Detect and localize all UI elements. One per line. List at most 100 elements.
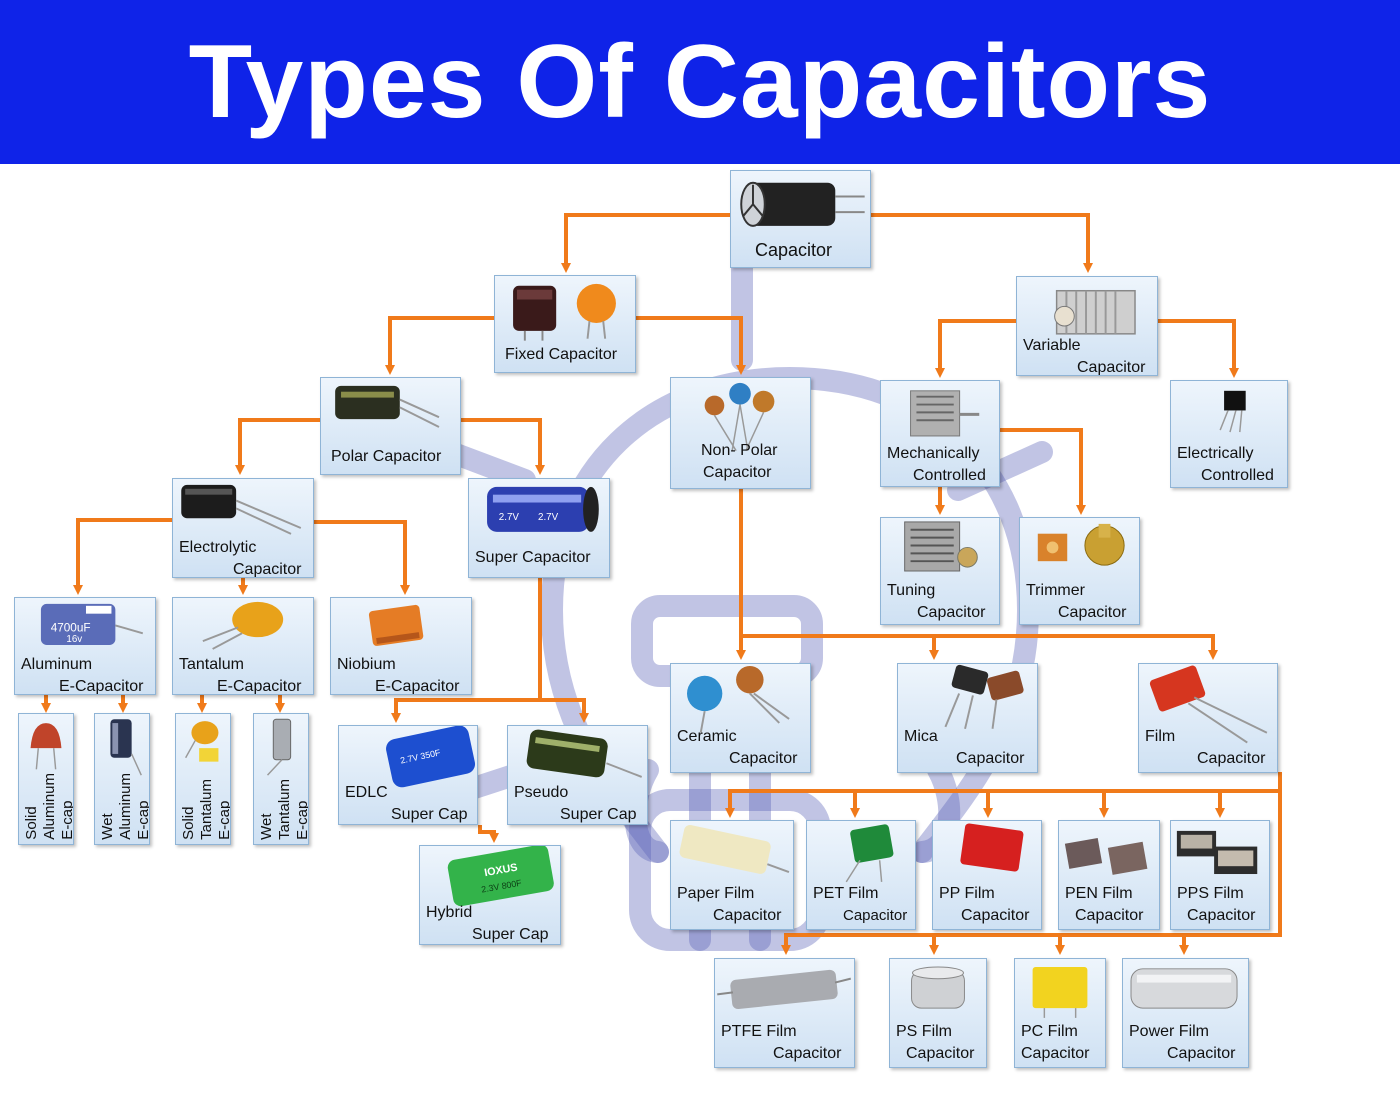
wet-aluminum-line-2: Aluminum bbox=[117, 773, 134, 840]
node-mica-capacitor: Mica Capacitor bbox=[897, 663, 1038, 773]
connector-super-pseudo bbox=[540, 698, 589, 723]
ps-film-icon bbox=[911, 966, 965, 1009]
ptfe-label-1: PTFE Film bbox=[721, 1023, 797, 1040]
node-ptfe-film-capacitor: PTFE Film Capacitor bbox=[714, 958, 855, 1068]
mica-label-2: Capacitor bbox=[956, 750, 1025, 767]
solid-tantalum-icon bbox=[185, 721, 219, 762]
wet-aluminum-line-1: Wet bbox=[99, 813, 116, 840]
node-super-capacitor: 2.7V 2.7V Super Capacitor bbox=[468, 478, 610, 578]
connector-polar-electrolytic bbox=[235, 418, 320, 475]
hybrid-label-1: Hybrid bbox=[426, 904, 473, 921]
niobium-label-1: Niobium bbox=[337, 656, 396, 673]
wet-tantalum-line-1: Wet bbox=[258, 813, 275, 840]
power-film-icon bbox=[1130, 968, 1238, 1009]
node-tantalum-e-capacitor: Tantalum E-Capacitor bbox=[172, 597, 314, 695]
trimmer-capacitor-icon bbox=[1037, 523, 1125, 566]
solid-tantalum-line-3: E-cap bbox=[216, 800, 231, 840]
mica-label-1: Mica bbox=[904, 728, 938, 745]
solid-tantalum-line-2: Tantalum bbox=[198, 779, 215, 840]
node-wet-aluminum-e-cap: Wet Aluminum E-cap bbox=[94, 713, 150, 845]
edlc-label-2: Super Cap bbox=[391, 806, 468, 823]
node-mechanically-controlled: Mechanically Controlled bbox=[880, 380, 1000, 487]
connector-electrolytic-niobium bbox=[314, 520, 410, 595]
hybrid-brand-marking: IOXUS bbox=[483, 862, 518, 880]
node-power-film-capacitor: Power Film Capacitor bbox=[1122, 958, 1249, 1068]
electrolytic-label-2: Capacitor bbox=[233, 561, 302, 578]
paper-film-icon bbox=[679, 825, 790, 874]
pps-label-2: Capacitor bbox=[1187, 907, 1256, 924]
node-variable-capacitor: Variable Capacitor bbox=[1016, 276, 1158, 376]
super-voltage-marking-2: 2.7V bbox=[538, 512, 559, 523]
node-pc-film-capacitor: PC Film Capacitor bbox=[1014, 958, 1106, 1068]
pp-label-1: PP Film bbox=[939, 885, 995, 902]
niobium-capacitor-icon bbox=[368, 604, 424, 646]
node-solid-aluminum-e-cap: Solid Aluminum E-cap bbox=[18, 713, 74, 845]
edlc-label-1: EDLC bbox=[345, 784, 388, 801]
electrical-label-1: Electrically bbox=[1177, 445, 1254, 462]
connector-capacitor-variable bbox=[870, 213, 1093, 273]
pet-label-1: PET Film bbox=[813, 885, 879, 902]
connector-variable-mechanical bbox=[935, 319, 1016, 378]
electrical-label-2: Controlled bbox=[1201, 467, 1274, 484]
variable-capacitor-icon bbox=[1054, 289, 1136, 335]
tuning-capacitor-icon bbox=[904, 521, 978, 572]
mica-capacitor-icon bbox=[944, 664, 1024, 730]
pet-label-2: Capacitor bbox=[843, 907, 908, 924]
connector-film-ptfe bbox=[781, 791, 1282, 955]
electrolytic-capacitor-icon bbox=[740, 181, 865, 227]
ceramic-label-2: Capacitor bbox=[729, 750, 798, 767]
connector-film-paper bbox=[725, 772, 1282, 818]
node-niobium-e-capacitor: Niobium E-Capacitor bbox=[330, 597, 472, 695]
wet-aluminum-icon bbox=[110, 719, 142, 776]
trimmer-label-2: Capacitor bbox=[1058, 604, 1127, 621]
wet-aluminum-text: Wet Aluminum E-cap bbox=[99, 773, 149, 840]
pseudo-label-1: Pseudo bbox=[514, 784, 569, 801]
power-label-1: Power Film bbox=[1129, 1023, 1210, 1040]
pen-film-icon bbox=[1064, 837, 1148, 875]
connector-polar-super bbox=[461, 418, 545, 475]
super-voltage-marking: 2.7V bbox=[499, 512, 520, 523]
connector-fixed-polar bbox=[385, 316, 494, 375]
ps-label-1: PS Film bbox=[896, 1023, 952, 1040]
node-edlc-super-cap: 2.7V 350F EDLC Super Cap bbox=[338, 725, 478, 825]
super-capacitor-icon: 2.7V 2.7V bbox=[487, 486, 599, 532]
electrolytic-label-1: Electrolytic bbox=[179, 539, 257, 556]
solid-aluminum-line-2: Aluminum bbox=[41, 773, 58, 840]
pc-label-1: PC Film bbox=[1021, 1023, 1078, 1040]
mechanical-label-1: Mechanically bbox=[887, 445, 980, 462]
aluminum-capacitor-icon: 4700uF 16v bbox=[40, 603, 144, 645]
connector-variable-electrical bbox=[1158, 319, 1239, 378]
film-label-2: Capacitor bbox=[1197, 750, 1266, 767]
film-label-1: Film bbox=[1145, 728, 1176, 745]
solid-aluminum-icon bbox=[30, 723, 62, 770]
solid-aluminum-line-3: E-cap bbox=[59, 800, 74, 840]
paper-label-2: Capacitor bbox=[713, 907, 782, 924]
pen-label-1: PEN Film bbox=[1065, 885, 1133, 902]
niobium-label-2: E-Capacitor bbox=[375, 678, 460, 695]
edlc-capacitor-icon: 2.7V 350F bbox=[386, 726, 476, 788]
node-ceramic-capacitor: Ceramic Capacitor bbox=[670, 663, 811, 773]
tantalum-label-2: E-Capacitor bbox=[217, 678, 302, 695]
ceramic-label-1: Ceramic bbox=[677, 728, 737, 745]
connector-electrolytic-aluminum bbox=[73, 518, 172, 595]
pseudo-label-2: Super Cap bbox=[560, 806, 637, 823]
node-tuning-capacitor: Tuning Capacitor bbox=[880, 517, 1000, 625]
pp-label-2: Capacitor bbox=[961, 907, 1030, 924]
solid-tantalum-line-1: Solid bbox=[180, 806, 197, 840]
node-fixed-capacitor: Fixed Capacitor bbox=[494, 275, 636, 373]
node-hybrid-super-cap: IOXUS 2.3V 800F Hybrid Super Cap bbox=[419, 845, 561, 945]
pc-film-icon bbox=[1032, 967, 1088, 1018]
polar-capacitor-label: Polar Capacitor bbox=[331, 448, 442, 465]
node-pps-film-capacitor: PPS Film Capacitor bbox=[1170, 820, 1270, 930]
connector-fixed-nonpolar bbox=[636, 316, 746, 375]
pc-label-2: Capacitor bbox=[1021, 1045, 1090, 1062]
paper-label-1: Paper Film bbox=[677, 885, 755, 902]
node-electrically-controlled: Electrically Controlled bbox=[1170, 380, 1288, 488]
hybrid-capacitor-icon: IOXUS 2.3V 800F bbox=[447, 846, 554, 907]
aluminum-capacitance-marking: 4700uF bbox=[51, 621, 91, 634]
nonpolar-label-2: Capacitor bbox=[703, 464, 772, 481]
connector-super-edlc bbox=[391, 578, 542, 723]
pen-label-2: Capacitor bbox=[1075, 907, 1144, 924]
aluminum-label-2: E-Capacitor bbox=[59, 678, 144, 695]
